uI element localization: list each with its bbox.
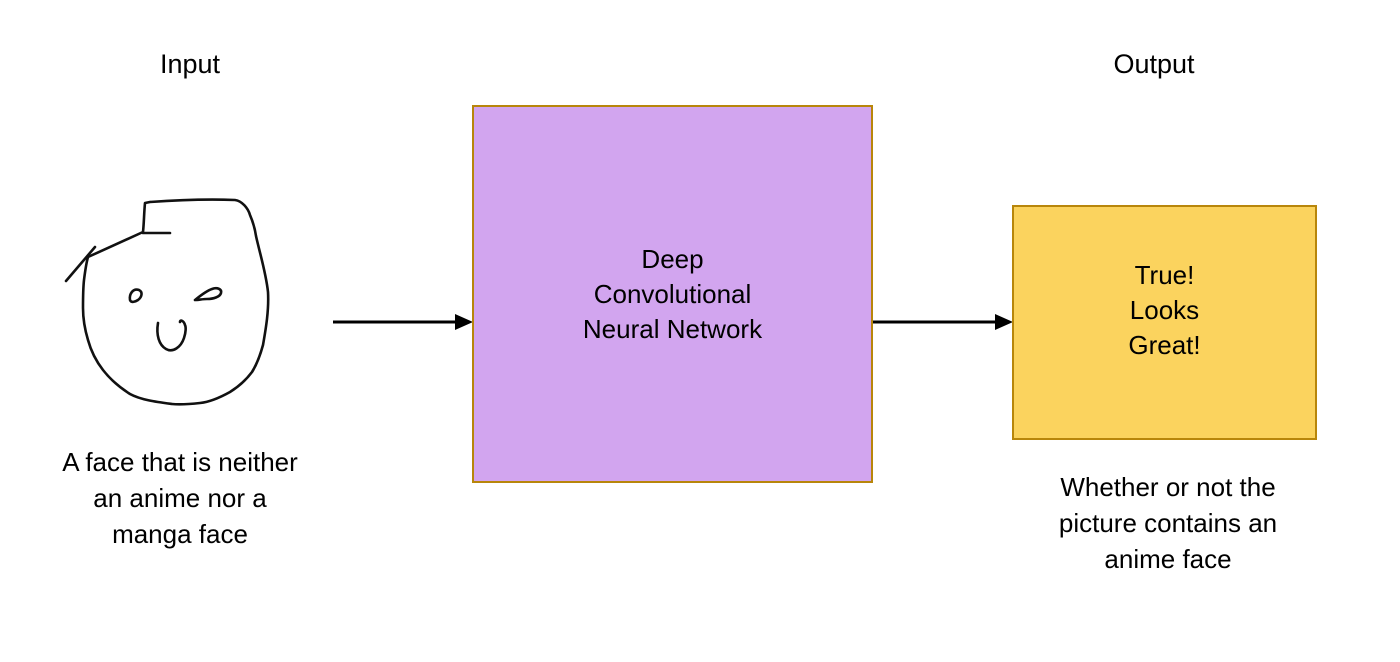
result-box-line: True! bbox=[1134, 259, 1195, 290]
result-box-line: Looks bbox=[1129, 294, 1200, 325]
input-caption-line: A face that is neither bbox=[62, 447, 298, 477]
output-caption-line: Whether or not the bbox=[1060, 472, 1276, 502]
arrow-head bbox=[995, 314, 1013, 330]
arrow-head bbox=[455, 314, 473, 330]
face-left-eye bbox=[128, 288, 143, 304]
input-caption-line: manga face bbox=[112, 519, 248, 549]
network-box-line: Convolutional bbox=[593, 278, 752, 309]
network-box-line: Deep bbox=[641, 243, 704, 274]
face-stray-stroke bbox=[64, 245, 97, 283]
result-box: True! Looks Great! bbox=[1012, 205, 1317, 440]
network-box: Deep Convolutional Neural Network bbox=[472, 105, 873, 483]
result-box-line: Great! bbox=[1128, 329, 1201, 360]
output-caption-line: anime face bbox=[1104, 544, 1232, 574]
arrow-input-to-network bbox=[333, 314, 473, 330]
network-box-line: Neural Network bbox=[582, 313, 763, 344]
hand-drawn-face-sketch bbox=[64, 198, 270, 406]
arrow-network-to-output bbox=[873, 314, 1013, 330]
input-caption-line: an anime nor a bbox=[93, 483, 267, 513]
input-label: Input bbox=[159, 49, 221, 79]
output-caption: Whether or not the picture contains an a… bbox=[1001, 469, 1335, 577]
face-right-eye bbox=[193, 286, 223, 302]
face-smile bbox=[156, 319, 187, 352]
output-label: Output bbox=[1113, 49, 1195, 79]
output-caption-line: picture contains an bbox=[1058, 508, 1278, 538]
input-caption: A face that is neither an anime nor a ma… bbox=[13, 444, 347, 552]
face-outline bbox=[81, 198, 270, 406]
